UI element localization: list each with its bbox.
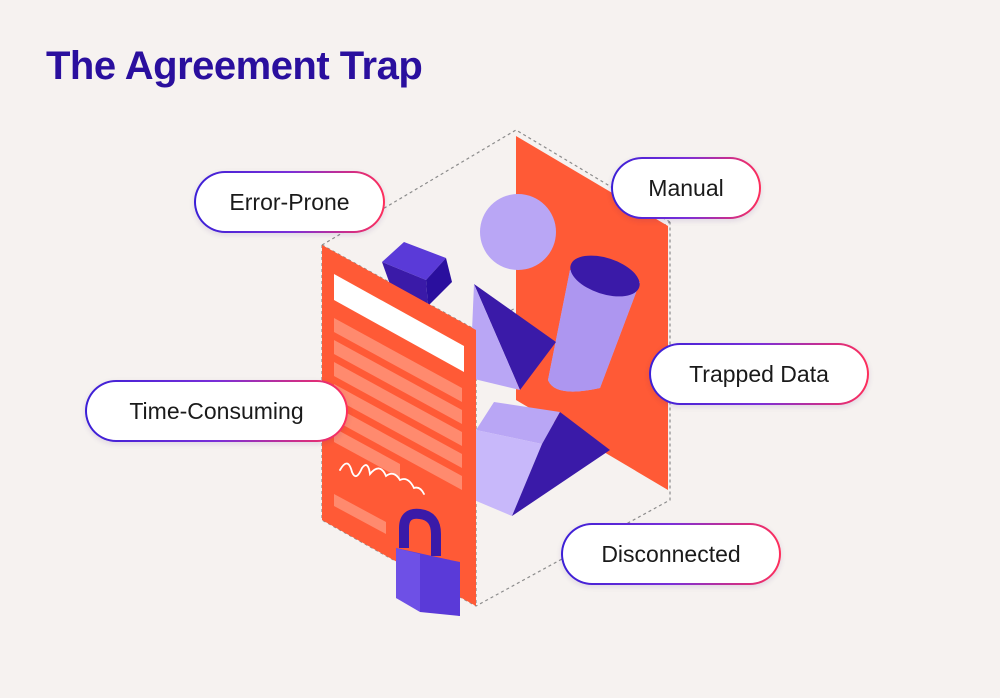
document-panel: [322, 245, 476, 606]
label-manual: Manual: [611, 157, 761, 219]
large-cube-shape: [474, 402, 610, 516]
padlock-icon: [396, 508, 460, 616]
pyramid-shape: [470, 284, 556, 390]
label-error-prone: Error-Prone: [194, 171, 385, 233]
label-disconnected: Disconnected: [561, 523, 781, 585]
page-title: The Agreement Trap: [46, 44, 423, 88]
small-cube-shape: [382, 242, 452, 306]
sphere-shape: [480, 194, 556, 270]
label-trapped-data: Trapped Data: [649, 343, 869, 405]
cylinder-shape: [548, 255, 640, 392]
label-time-consuming: Time-Consuming: [85, 380, 348, 442]
